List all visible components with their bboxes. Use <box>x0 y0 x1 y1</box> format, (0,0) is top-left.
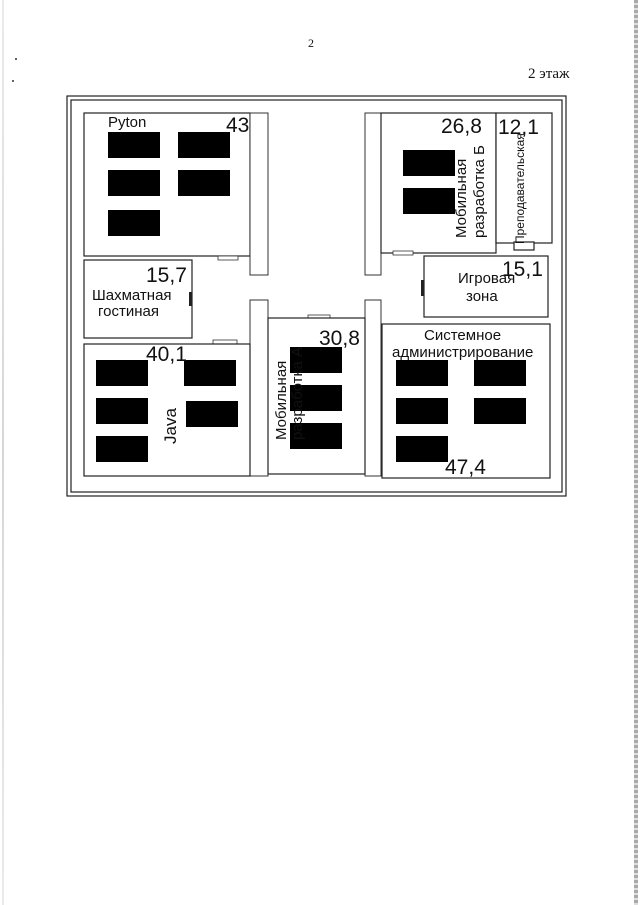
floor-label: 2 этаж <box>528 66 570 82</box>
room-mobile-b-area: 26,8 <box>441 115 482 138</box>
room-teacher <box>495 112 553 244</box>
room-java-name: Java <box>161 408 180 444</box>
outer-wall-inner <box>70 99 563 493</box>
corridor-wall-left-lower <box>249 299 269 477</box>
door-java <box>212 339 238 345</box>
door-chess <box>189 292 192 306</box>
outer-wall-outer <box>66 95 567 497</box>
room-game-name-line2: зона <box>466 288 498 305</box>
page-number: 2 <box>308 36 314 50</box>
room-sysadmin-name-line2: администрирование <box>392 344 533 361</box>
corridor-wall-right-upper <box>364 112 382 276</box>
scan-edge-right <box>634 0 638 905</box>
room-python-name: Pyton <box>108 114 146 131</box>
door-mobile-b <box>392 250 414 256</box>
room-game-name-line1: Игровая <box>458 270 515 287</box>
room-teacher-name: Преподавательская <box>513 133 527 244</box>
room-sysadmin-area: 47,4 <box>445 456 486 479</box>
door-python <box>217 255 239 261</box>
scan-edge-left <box>2 0 4 905</box>
room-mobile-a-area: 30,8 <box>319 327 360 350</box>
room-game-area: 15,1 <box>502 258 543 281</box>
room-mobile-a-name-line1: Мобильная <box>273 361 290 440</box>
corridor-wall-right-lower <box>364 299 382 477</box>
room-java-area: 40,1 <box>146 343 187 366</box>
scan-speck <box>15 58 17 60</box>
room-teacher-area: 12,1 <box>498 116 539 139</box>
room-chess-name-line2: гостиная <box>98 303 159 320</box>
room-sysadmin-name-line1: Системное <box>424 327 501 344</box>
scan-speck <box>12 80 14 82</box>
room-mobile-b-name-line2: разработка Б <box>471 145 488 238</box>
room-mobile-a-name-line2: разработка А <box>289 347 306 440</box>
room-mobile-b-name-line1: Мобильная <box>453 159 470 238</box>
room-teacher-door-block <box>513 241 535 251</box>
door-game <box>421 280 424 296</box>
corridor-wall-left-upper <box>249 112 269 276</box>
room-chess <box>83 259 193 339</box>
room-game <box>423 255 549 318</box>
room-chess-area: 15,7 <box>146 264 187 287</box>
room-chess-name-line1: Шахматная <box>92 287 172 304</box>
room-python-area: 43 <box>226 114 249 137</box>
